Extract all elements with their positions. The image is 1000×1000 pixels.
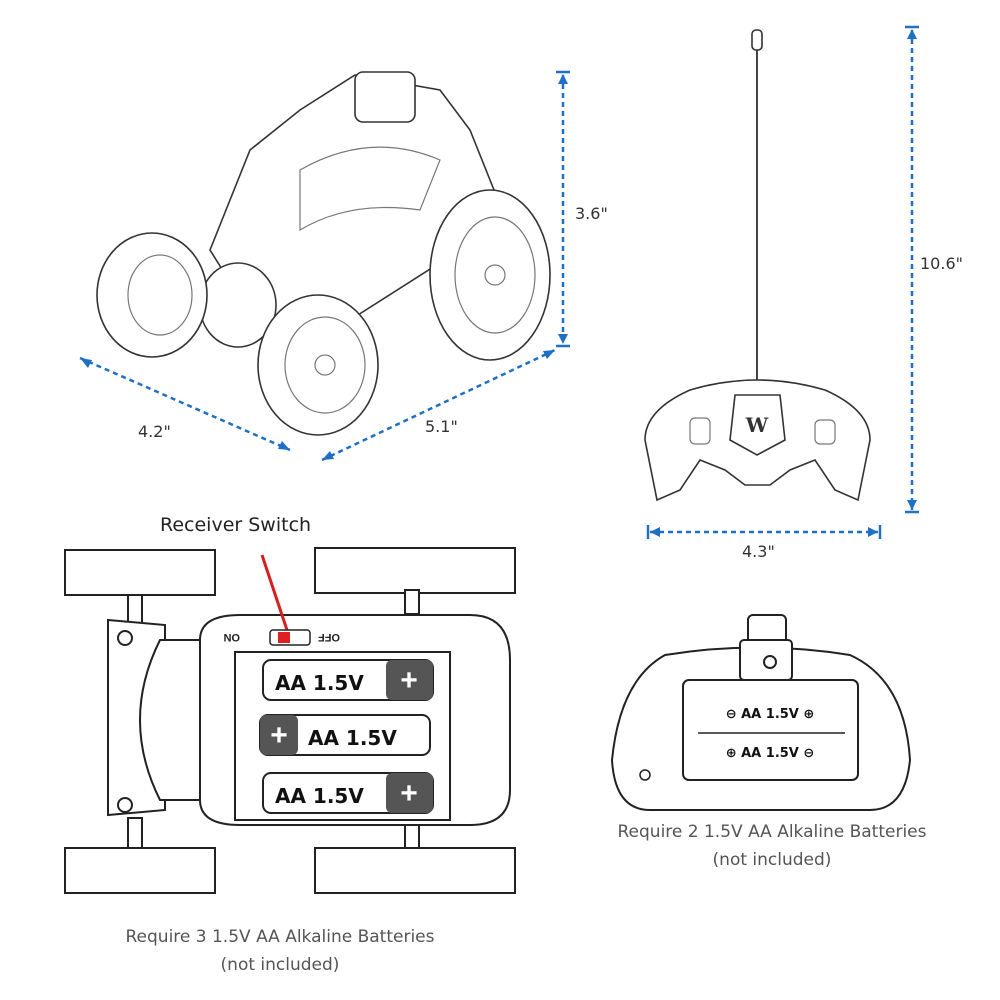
car-battery-caption-note: (not included) <box>221 955 340 975</box>
remote-back-illustration <box>610 614 912 811</box>
car-length-arrow <box>321 348 556 462</box>
svg-text:+: + <box>400 664 418 697</box>
battery-label: AA 1.5V <box>275 671 364 695</box>
stunt-car-illustration <box>96 71 551 436</box>
remote-illustration: W <box>644 29 871 502</box>
remote-width-label: 4.3" <box>742 542 775 561</box>
car-battery-1: + AA 1.5V <box>262 659 434 701</box>
remote-width-arrow <box>646 525 882 539</box>
remote-height-label: 10.6" <box>920 254 963 273</box>
switch-off-label: OFF <box>318 631 340 643</box>
car-width-label: 4.2" <box>138 422 171 441</box>
battery-label: AA 1.5V <box>275 784 364 808</box>
car-battery-caption: Require 3 1.5V AA Alkaline Batteries <box>126 927 435 947</box>
remote-logo: W <box>745 413 769 437</box>
car-battery-3: + AA 1.5V <box>262 772 434 814</box>
remote-battery-caption-note: (not included) <box>713 850 832 870</box>
car-height-label: 3.6" <box>575 204 608 223</box>
receiver-switch[interactable] <box>269 629 311 646</box>
remote-battery-2-label: ⊕ AA 1.5V ⊖ <box>726 746 815 761</box>
car-height-arrow <box>556 70 570 348</box>
switch-pointer <box>260 554 290 634</box>
svg-text:+: + <box>400 777 418 810</box>
car-battery-2: + AA 1.5V <box>259 714 431 756</box>
remote-battery-1-label: ⊖ AA 1.5V ⊕ <box>726 707 815 722</box>
car-length-label: 5.1" <box>425 417 458 436</box>
car-width-arrow <box>79 356 291 452</box>
switch-on-label: ON <box>223 631 240 643</box>
remote-battery-caption: Require 2 1.5V AA Alkaline Batteries <box>618 822 927 842</box>
remote-height-arrow <box>905 25 919 514</box>
svg-text:+: + <box>270 719 288 752</box>
receiver-switch-label: Receiver Switch <box>160 514 311 536</box>
battery-label: AA 1.5V <box>308 726 397 750</box>
